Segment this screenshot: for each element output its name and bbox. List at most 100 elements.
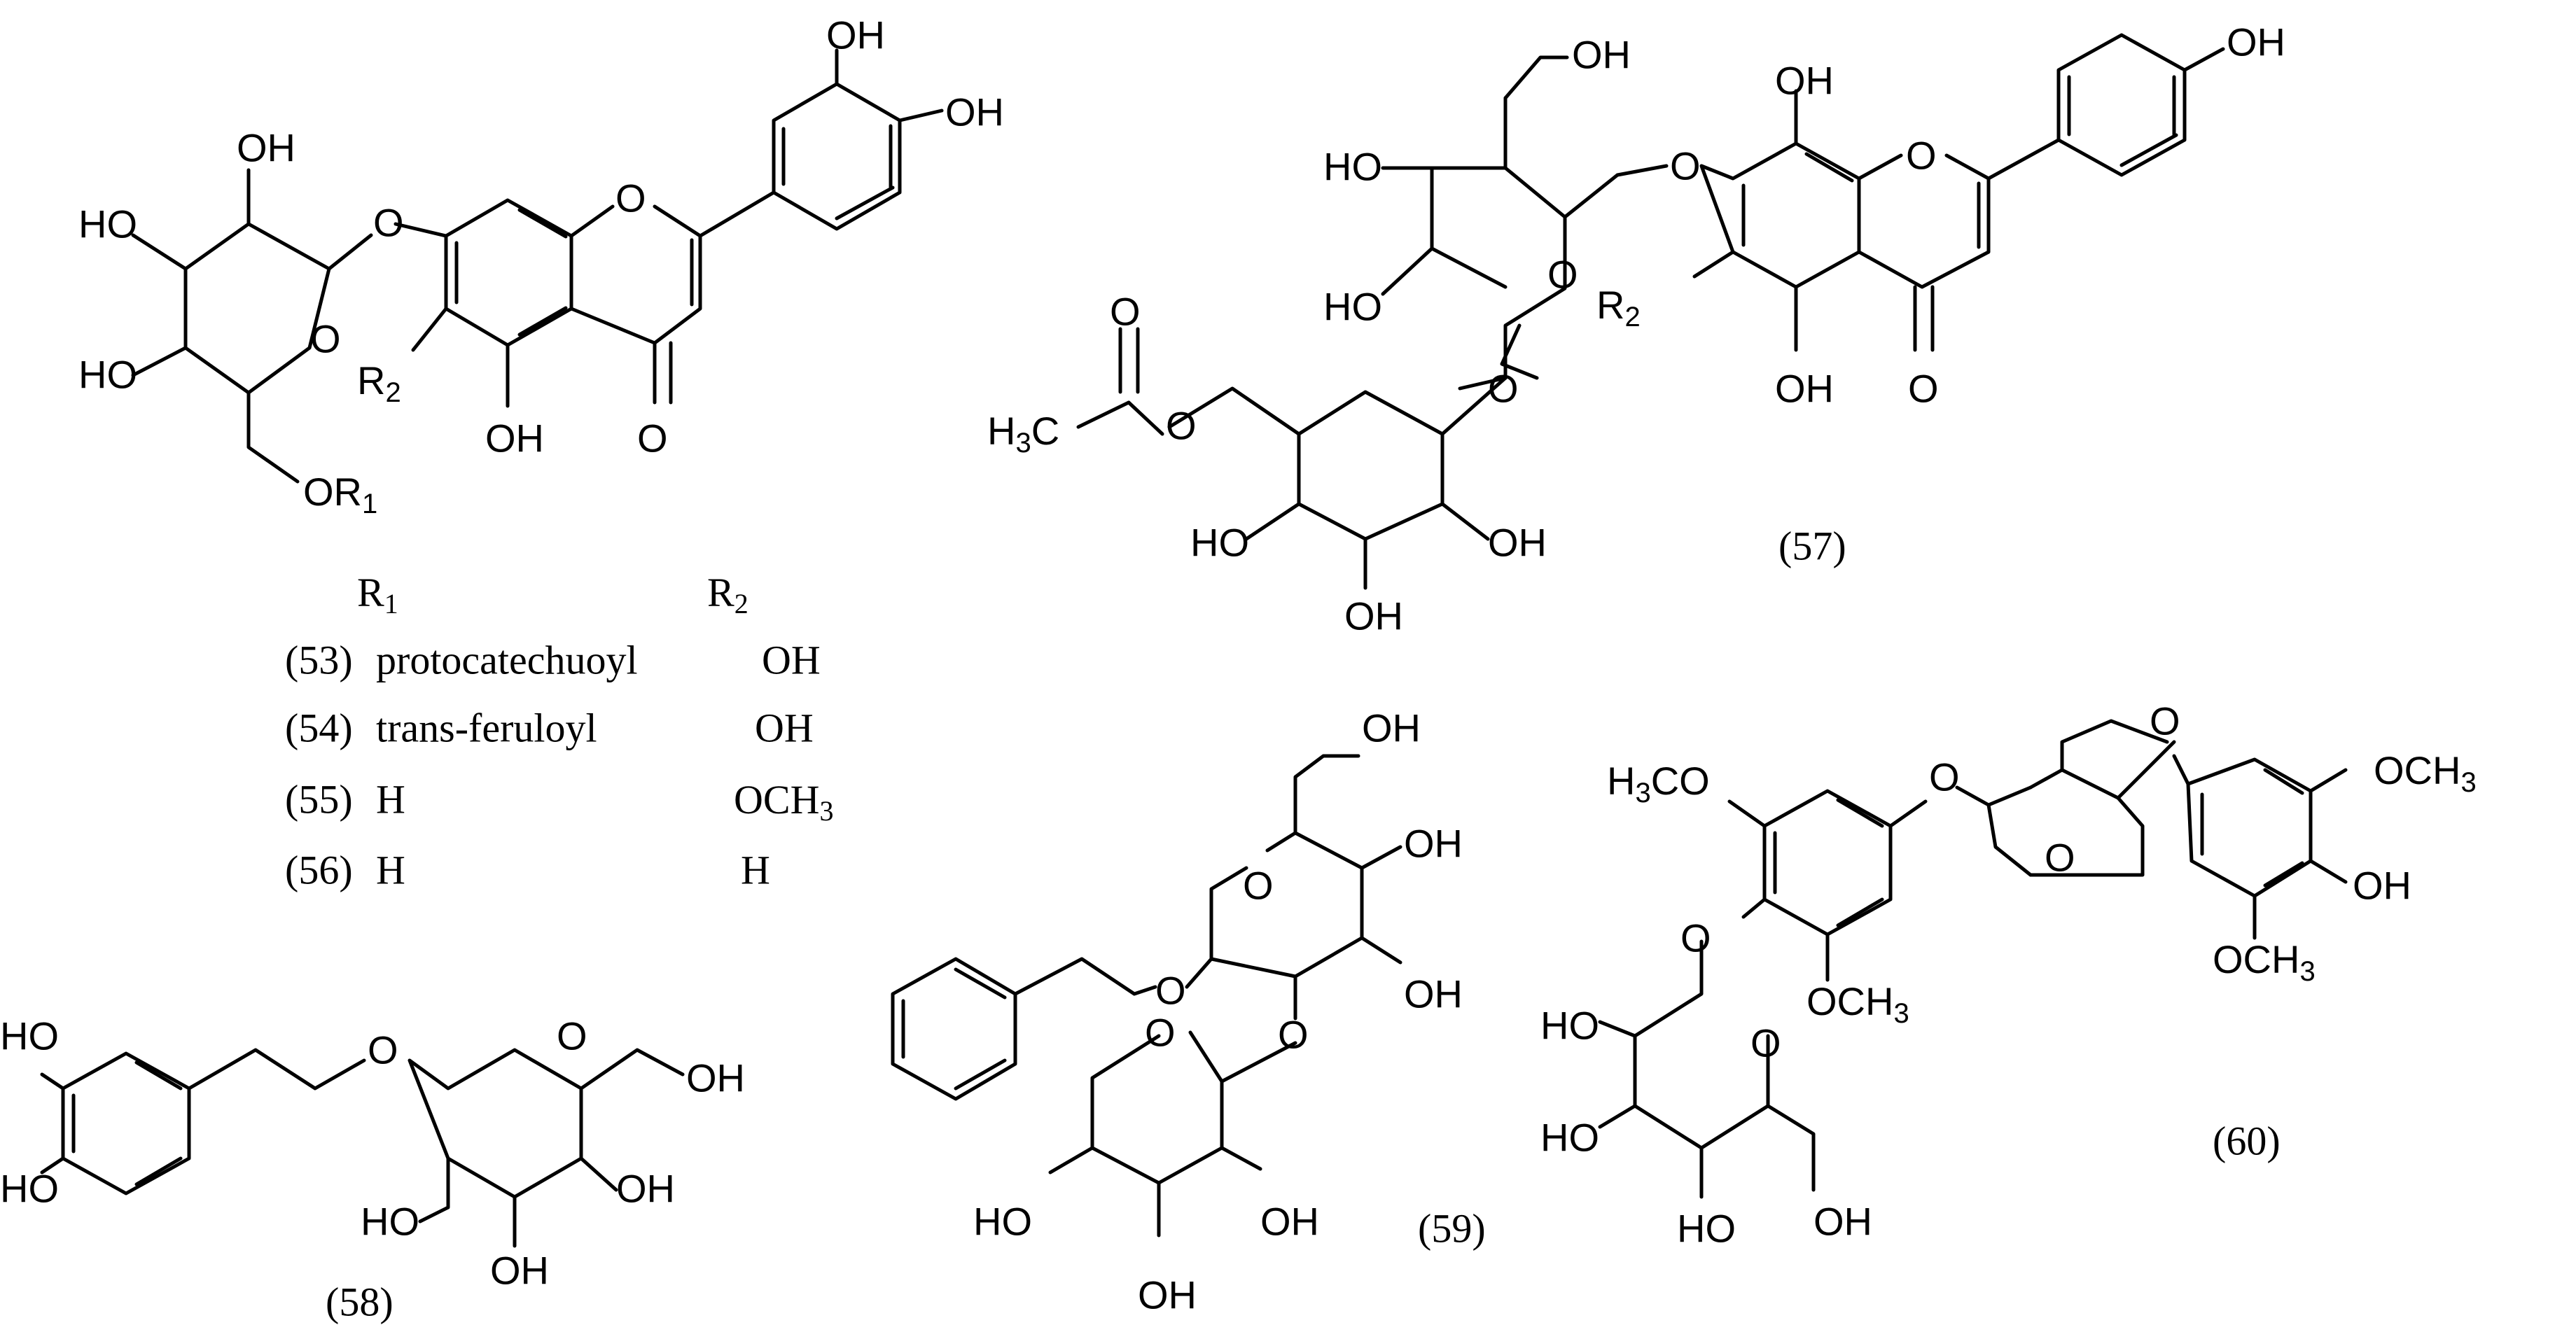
c53-r2-index: 2 <box>385 377 401 408</box>
compound-58-structure: HO HO O O OH HO OH OH (58) <box>0 1014 745 1325</box>
och-text: OCH <box>734 777 819 822</box>
c57-atom-label: O <box>1166 404 1197 448</box>
compound-label-58: (58) <box>326 1280 394 1325</box>
c57-atom-label: HO <box>1323 145 1382 189</box>
c57-r2-label: R2 <box>1596 283 1641 333</box>
c53-or1-label: OR1 <box>303 470 377 520</box>
c60-atom-label: O <box>1929 755 1960 799</box>
table-row-id: (55) <box>285 777 353 822</box>
c60-och3-label: OCH3 <box>1806 979 1909 1030</box>
c58-atom-label: OH <box>490 1249 549 1293</box>
table-row-id: (56) <box>285 848 353 893</box>
c59-atom-label: O <box>1243 864 1274 908</box>
c53-atom-label: O <box>615 176 646 220</box>
c57-h3c-label: H3C <box>987 409 1059 459</box>
r2-letter: R <box>707 570 734 615</box>
h3-index: 3 <box>1635 778 1650 808</box>
c57-atom-label: OH <box>1344 594 1403 638</box>
c53-atom-label: O <box>310 317 341 361</box>
table-row-r1: protocatechuoyl <box>376 638 638 683</box>
c60-atom-label: O <box>1680 916 1711 960</box>
substituent-table: R1 R2 (53) protocatechuoyl OH (54) trans… <box>285 570 833 893</box>
och-text: OCH <box>2213 937 2299 981</box>
c57-atom-label: O <box>1906 134 1937 178</box>
c58-atom-label: HO <box>361 1200 419 1244</box>
h-text: H <box>1607 759 1635 803</box>
c60-atom-label: OH <box>1813 1200 1872 1244</box>
c60-och3-label: OCH3 <box>2374 748 2477 799</box>
c58-atom-label: HO <box>0 1167 59 1211</box>
c53-atom-label: OH <box>945 90 1004 134</box>
c60-h3co-label: H3CO <box>1607 759 1710 809</box>
c57-atom-label: O <box>1110 290 1141 334</box>
c53-atom-label: O <box>373 201 404 245</box>
compound-label-59: (59) <box>1418 1206 1486 1252</box>
c53-or1-text: OR <box>303 470 362 514</box>
c53-atom-label: O <box>637 416 668 461</box>
c53-atom-label: HO <box>78 202 137 246</box>
c-text: C <box>1031 409 1059 453</box>
c60-atom-label: OH <box>2353 864 2411 908</box>
compound-label-57: (57) <box>1778 524 1846 569</box>
och-index: 3 <box>2460 767 2476 798</box>
c59-atom-label: O <box>1145 1011 1176 1055</box>
c57-atom-label: O <box>1908 367 1939 411</box>
compound-57-structure: OH HO O OH O OH HO O R2 O OH O H3C O O H… <box>987 20 2285 638</box>
c57-atom-label: OH <box>1572 33 1631 77</box>
c59-atom-label: OH <box>1260 1200 1319 1244</box>
c59-atom-label: OH <box>1404 822 1463 866</box>
c57-r2-index: 2 <box>1624 302 1640 332</box>
c57-atom-label: HO <box>1323 285 1382 329</box>
r1-letter: R <box>357 570 384 615</box>
c59-atom-label: OH <box>1138 1273 1197 1317</box>
c53-r2-label: R2 <box>357 358 401 409</box>
compound-label-60: (60) <box>2213 1119 2281 1164</box>
c57-atom-label: O <box>1488 367 1519 411</box>
table-header-r1: R1 <box>357 570 398 619</box>
och-text: OCH <box>2374 748 2460 792</box>
c57-atom-label: OH <box>2227 20 2285 64</box>
table-row-r1: H <box>376 848 405 893</box>
c58-atom-label: OH <box>616 1167 675 1211</box>
r1-index: 1 <box>384 588 398 619</box>
compound-60-structure: H3CO O O O OCH3 OH OCH3 O OCH3 HO O HO H… <box>1540 699 2477 1251</box>
table-row-id: (54) <box>285 706 353 751</box>
co-text: CO <box>1651 759 1710 803</box>
c58-atom-label: HO <box>0 1014 59 1058</box>
h-text: H <box>987 409 1015 453</box>
c59-atom-label: O <box>1278 1013 1309 1057</box>
c57-atom-label: OH <box>1775 367 1834 411</box>
c58-atom-label: O <box>557 1014 587 1058</box>
table-header-r2: R2 <box>707 570 749 619</box>
och-text: OCH <box>1806 979 1893 1023</box>
och-index: 3 <box>1893 998 1909 1029</box>
c59-atom-label: HO <box>973 1200 1032 1244</box>
table-row-r2: OH <box>762 638 821 683</box>
table-row-r1: H <box>376 777 405 822</box>
c59-atom-label: OH <box>1362 706 1421 750</box>
och-index: 3 <box>819 795 833 827</box>
c53-atom-label: OH <box>237 126 295 170</box>
c60-atom-label: HO <box>1677 1207 1736 1251</box>
table-row-r2: H <box>741 848 770 893</box>
c59-atom-label: OH <box>1404 972 1463 1016</box>
table-row-r2: OH <box>755 706 814 751</box>
c60-atom-label: HO <box>1540 1004 1599 1048</box>
c60-atom-label: O <box>1750 1021 1781 1065</box>
c59-atom-label: O <box>1155 969 1186 1013</box>
compound-59-structure: OH O OH O OH O O HO OH OH (59) <box>891 706 1486 1317</box>
c57-atom-label: OH <box>1775 59 1834 103</box>
c58-atom-label: OH <box>686 1056 745 1100</box>
c60-atom-label: O <box>2150 699 2180 743</box>
r2-index: 2 <box>734 588 749 619</box>
table-row-r1: trans-feruloyl <box>376 706 597 751</box>
c58-atom-label: O <box>368 1028 398 1072</box>
c57-atom-label: OH <box>1488 521 1547 565</box>
h3-index: 3 <box>1015 428 1031 458</box>
c57-r2-letter: R <box>1596 283 1624 327</box>
c60-och3-label: OCH3 <box>2213 937 2316 988</box>
c57-atom-label: O <box>1670 144 1701 188</box>
och-index: 3 <box>2299 956 2315 987</box>
c60-atom-label: HO <box>1540 1116 1599 1160</box>
